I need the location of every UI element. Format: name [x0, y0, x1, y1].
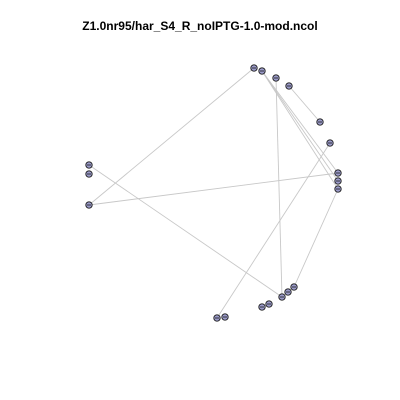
graph-edge — [293, 188, 339, 288]
graph-node — [258, 303, 266, 311]
graph-node — [334, 169, 342, 177]
graph-node — [272, 74, 280, 82]
graph-node — [334, 185, 342, 193]
graph-node — [250, 64, 258, 72]
graph-edge — [216, 142, 331, 319]
graph-edge — [88, 172, 339, 206]
graph-node — [85, 161, 93, 169]
graph-node — [334, 177, 342, 185]
graph-node — [85, 170, 93, 178]
graph-node — [85, 201, 93, 209]
graph-edge — [261, 70, 339, 190]
graph-node — [285, 82, 293, 90]
graph-node — [290, 283, 298, 291]
edges-layer — [88, 67, 339, 319]
graph-edge — [275, 77, 283, 298]
graph-edge — [261, 70, 339, 182]
graph-node — [284, 288, 292, 296]
graph-node — [278, 293, 286, 301]
graph-edge — [88, 67, 255, 206]
graph-edge — [288, 85, 321, 123]
graph-node — [221, 313, 229, 321]
graph-node — [316, 118, 324, 126]
graph-node — [258, 67, 266, 75]
graph-node — [326, 139, 334, 147]
graph-edge — [88, 164, 283, 298]
graph-title: Z1.0nr95/har_S4_R_noIPTG-1.0-mod.ncol — [82, 19, 318, 33]
graph-edge — [261, 70, 339, 174]
nodes-layer — [85, 64, 342, 322]
graph-node — [265, 300, 273, 308]
graph-node — [213, 314, 221, 322]
